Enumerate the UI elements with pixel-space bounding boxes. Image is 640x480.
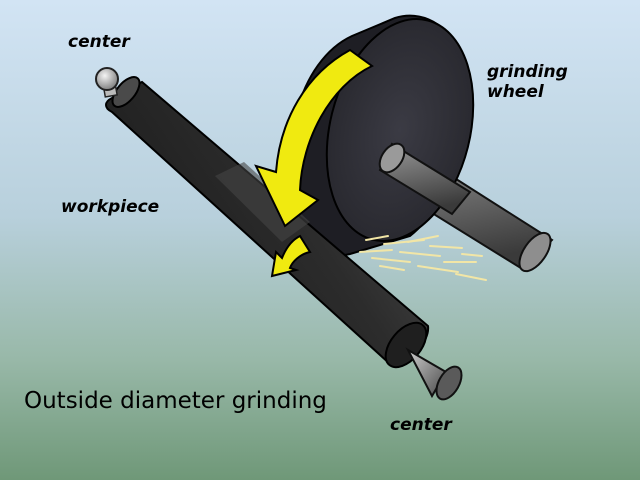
workpiece-label: workpiece [61,197,160,217]
workpiece-rotation-arrow [270,234,312,278]
wheel-rotation-arrow [254,48,374,228]
center-top-point [95,67,119,98]
center-bottom-cone [405,347,463,401]
diagram-title: Outside diameter grinding [24,388,327,414]
grinding-wheel-label-line2: wheel [487,82,544,102]
grinding-wheel-label-line1: grinding [487,62,568,82]
wheel-hub-shaft [378,142,472,216]
sparks [359,235,487,281]
center-top-label: center [68,32,130,52]
center-bottom-label: center [390,415,452,435]
